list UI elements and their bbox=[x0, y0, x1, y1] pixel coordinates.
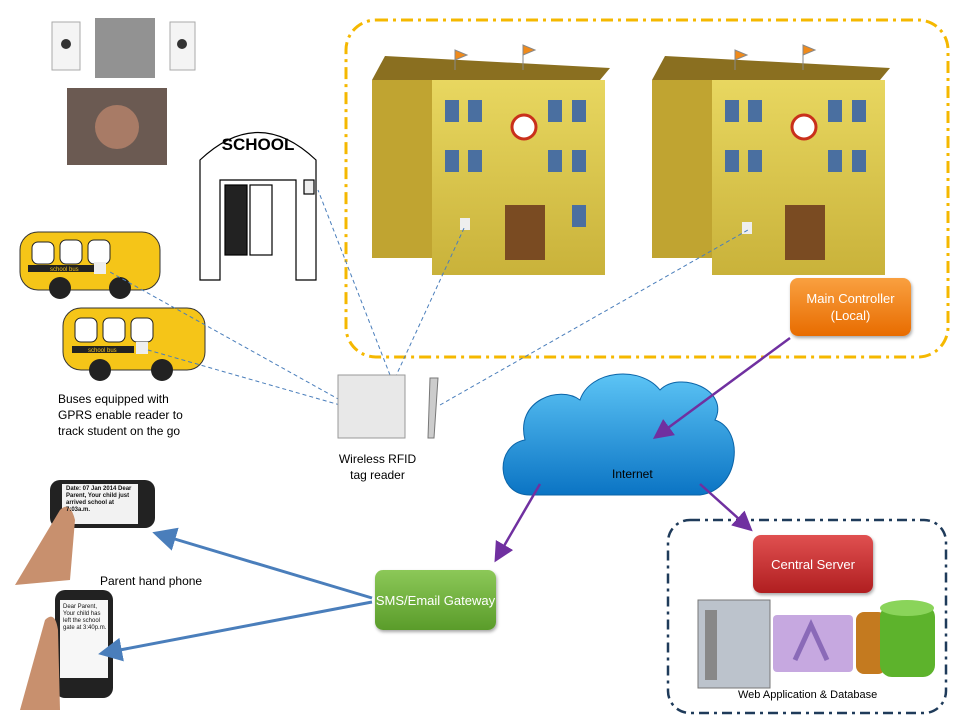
sms-message-1: Date: 07 Jan 2014 Dear Parent, Your chil… bbox=[66, 486, 132, 513]
controller-to-internet-arrow bbox=[652, 336, 791, 439]
internet-to-server-arrow bbox=[699, 483, 753, 532]
school-bus-2-icon bbox=[62, 307, 206, 381]
reader-label: Wireless RFID tag reader bbox=[338, 452, 417, 482]
web-app-db-label: Web Application & Database bbox=[738, 689, 878, 701]
school-building-1-icon bbox=[372, 44, 610, 275]
sms-email-gateway-box: SMS/Email Gateway bbox=[375, 570, 496, 630]
smartphone-portrait-icon bbox=[20, 590, 113, 710]
smartphone-landscape-icon bbox=[15, 480, 155, 585]
gateway-to-phone-2-arrow bbox=[98, 600, 373, 662]
central-server-box: Central Server bbox=[753, 535, 873, 593]
server-zone-boundary bbox=[666, 518, 948, 715]
internet-to-gateway-arrow bbox=[494, 483, 542, 563]
internet-label: Internet bbox=[612, 467, 653, 481]
parent-phone-label: Parent hand phone bbox=[100, 574, 203, 588]
sms-message-2: Dear Parent, Your child has left the sch… bbox=[63, 604, 107, 631]
wireless-links bbox=[109, 189, 749, 406]
school-gate-sketch-icon bbox=[199, 132, 317, 281]
database-icon bbox=[856, 600, 935, 677]
rfid-reader-icon bbox=[337, 374, 439, 439]
school-building-2-icon bbox=[652, 44, 890, 275]
bus-2-sign-text: school bus bbox=[88, 348, 117, 354]
buses-label: Buses equipped with GPRS enable reader t… bbox=[58, 392, 183, 438]
internet-cloud-icon bbox=[502, 373, 735, 496]
server-tower-icon bbox=[697, 599, 771, 689]
bus-1-sign-text: school bus bbox=[50, 267, 79, 273]
gateway-to-phone-1-arrow bbox=[152, 527, 373, 600]
school-zone-boundary bbox=[344, 18, 950, 359]
application-folder-icon bbox=[773, 615, 853, 672]
school-sign-text: SCHOOL bbox=[222, 135, 295, 154]
student-id-cards-image bbox=[51, 18, 196, 78]
main-controller-box: Main Controller (Local) bbox=[790, 278, 911, 336]
school-bus-1-icon bbox=[19, 231, 161, 299]
